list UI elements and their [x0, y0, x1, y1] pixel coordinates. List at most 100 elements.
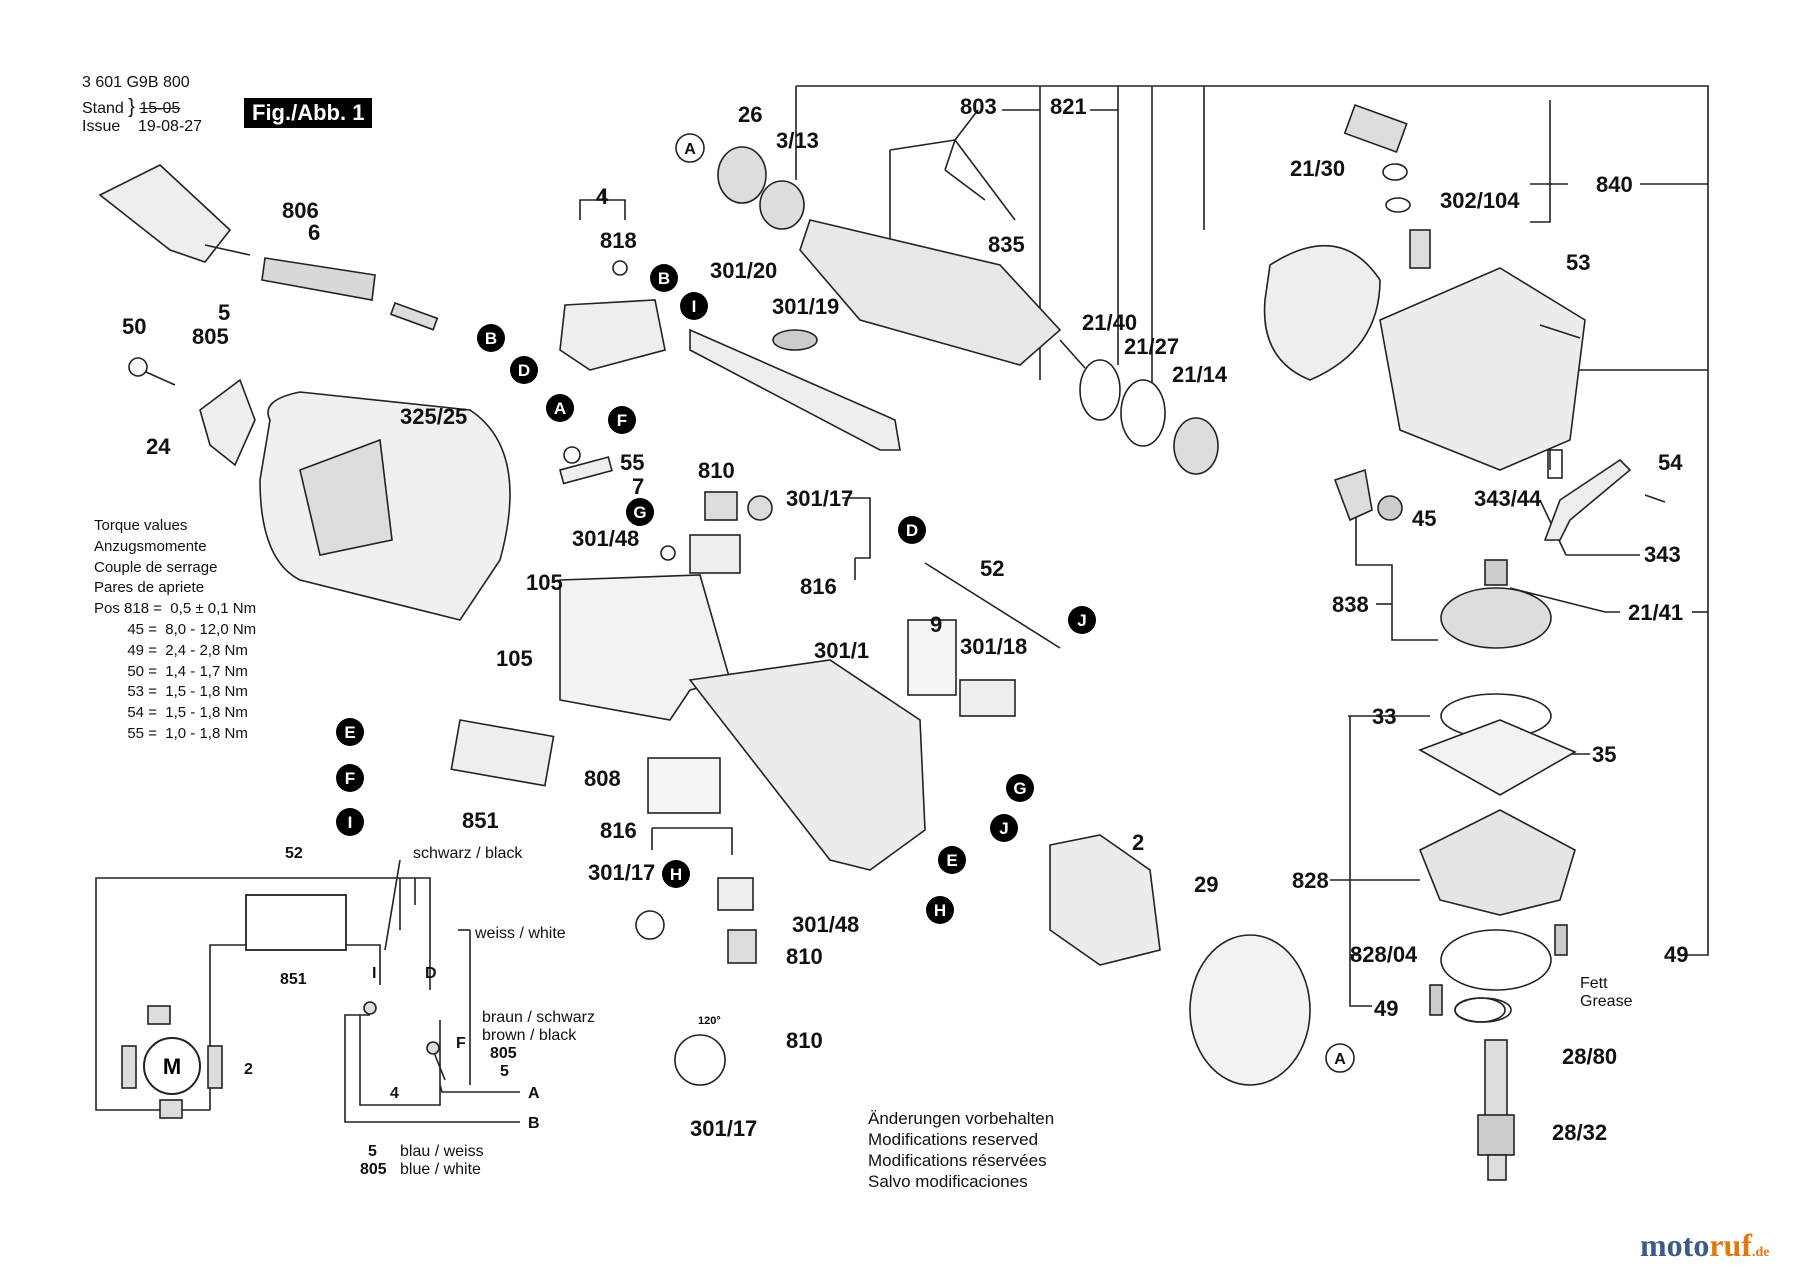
connector-letter: A: [1334, 1051, 1346, 1068]
connector-letter: D: [518, 361, 530, 380]
part-label: 810: [698, 458, 735, 483]
wire-label-52: 52: [285, 845, 303, 862]
connector-e-marker: E: [938, 846, 966, 874]
part-label: 805: [192, 324, 229, 349]
wire-label-d: D: [425, 965, 437, 982]
connector-e-marker: E: [336, 718, 364, 746]
flange-drawing: [1418, 809, 1576, 916]
connector-letter: D: [906, 521, 918, 540]
part-label: 302/104: [1440, 188, 1520, 213]
torque-row: 50 = 1,4 - 1,7 Nm: [94, 662, 248, 680]
figure-label: Fig./Abb. 1: [244, 98, 373, 128]
torque-row: 49 = 2,4 - 2,8 Nm: [94, 641, 248, 659]
part-number-labels: 26 3/13 803 821 21/30 302/104 840 806 6 …: [122, 94, 1688, 1145]
connector-letter: F: [617, 411, 627, 430]
torque-row: 54 = 1,5 - 1,8 Nm: [94, 704, 248, 722]
connector-j-marker: J: [1068, 606, 1096, 634]
part-label: 301/17: [786, 486, 853, 511]
part-label: 28/32: [1552, 1120, 1607, 1145]
torque-title-en: Torque values: [94, 517, 188, 534]
connector-h-marker: H: [662, 860, 690, 888]
part-label: 816: [800, 574, 837, 599]
guard-drawing: [1263, 244, 1381, 381]
part-label: 851: [462, 808, 499, 833]
part-label: 49: [1664, 942, 1688, 967]
part-label: 45: [1412, 506, 1436, 531]
part-label: 21/40: [1082, 310, 1137, 335]
part-label: 301/17: [690, 1116, 757, 1141]
part-label: 4: [596, 184, 609, 209]
note-fr: Modifications réservées: [868, 1151, 1047, 1170]
wire-blue-de: blau / weiss: [400, 1143, 484, 1160]
wire-white-label: weiss / white: [474, 925, 566, 942]
connector-a-marker: A: [546, 394, 574, 422]
part-label: 325/25: [400, 404, 467, 429]
part-label: 301/20: [710, 258, 777, 283]
part-label: 840: [1596, 172, 1633, 197]
note-en: Modifications reserved: [868, 1130, 1039, 1149]
doc-number-text: 3 601 G9B 800: [82, 74, 190, 91]
part-label: 35: [1592, 742, 1616, 767]
connector-letter: I: [692, 297, 697, 316]
connector-i-marker: I: [336, 808, 364, 836]
part-label: 53: [1566, 250, 1590, 275]
part-label: 810: [786, 1028, 823, 1053]
field-coil-drawing: [1049, 834, 1161, 966]
connector-a-marker: A: [675, 133, 705, 163]
part-label: 828/04: [1350, 942, 1418, 967]
connector-d-marker: D: [898, 516, 926, 544]
part-label: 343: [1644, 542, 1681, 567]
document-number: 3 601 G9B 800: [82, 74, 190, 92]
connector-f-marker: F: [608, 406, 636, 434]
electronics-851-drawing: [450, 719, 555, 787]
torque-title-de: Anzugsmomente: [94, 537, 207, 555]
handle-frame-drawing: [559, 574, 731, 721]
part-label: 3/13: [776, 128, 819, 153]
connector-letter: A: [684, 141, 696, 158]
part-label: 806: [282, 198, 319, 223]
connector-letter: B: [658, 269, 670, 288]
connector-g-marker: G: [626, 498, 654, 526]
switch-drawing: [559, 299, 666, 371]
wire-blue-en: blue / white: [400, 1161, 481, 1178]
part-label: 28/80: [1562, 1044, 1617, 1069]
bracket-24-drawing: [199, 378, 256, 467]
wire-label-805b: 805: [360, 1161, 387, 1178]
torque-table: Torque values Anzugsmomente Couple de se…: [94, 516, 256, 745]
issue-label: Issue: [82, 118, 121, 135]
armature-drawing: [799, 219, 1062, 366]
part-label: 828: [1292, 868, 1329, 893]
leader-lines: [95, 85, 1709, 1123]
part-label: 838: [1332, 592, 1369, 617]
part-label: 818: [600, 228, 637, 253]
part-label: 21/41: [1628, 600, 1683, 625]
fan-baffle-drawing: [1189, 934, 1311, 1086]
brand-part-a: moto: [1640, 1227, 1710, 1263]
angle-label: 120°: [698, 1015, 721, 1027]
stand-issue-block: Stand } 15-05 Issue 19-08-27: [82, 96, 203, 135]
connector-letter: G: [633, 503, 646, 522]
spindle-drawing: [1484, 1039, 1508, 1121]
connector-letter: G: [1013, 779, 1026, 798]
wire-terminal-a: A: [528, 1085, 540, 1102]
part-label: 105: [496, 646, 533, 671]
part-label: 343/44: [1474, 486, 1542, 511]
slider-drawing: [689, 328, 901, 451]
torque-row: 53 = 1,5 - 1,8 Nm: [94, 683, 248, 701]
part-label: 21/14: [1172, 362, 1228, 387]
part-label: 9: [930, 612, 942, 637]
torque-row: 45 = 8,0 - 12,0 Nm: [94, 620, 257, 638]
part-label: 21/27: [1124, 334, 1179, 359]
motor-symbol-label: M: [163, 1054, 181, 1079]
part-label: 301/48: [572, 526, 639, 551]
part-label: 26: [738, 102, 762, 127]
wire-brown-de: braun / schwarz: [482, 1009, 595, 1026]
wire-label-5b: 5: [368, 1143, 377, 1160]
part-label: 301/19: [772, 294, 839, 319]
wire-label-805: 805: [490, 1045, 517, 1062]
part-label: 301/18: [960, 634, 1027, 659]
connector-letter: H: [934, 901, 946, 920]
brand-suffix: .de: [1751, 1245, 1770, 1260]
part-label: 821: [1050, 94, 1087, 119]
part-drawings: [98, 103, 1666, 1181]
